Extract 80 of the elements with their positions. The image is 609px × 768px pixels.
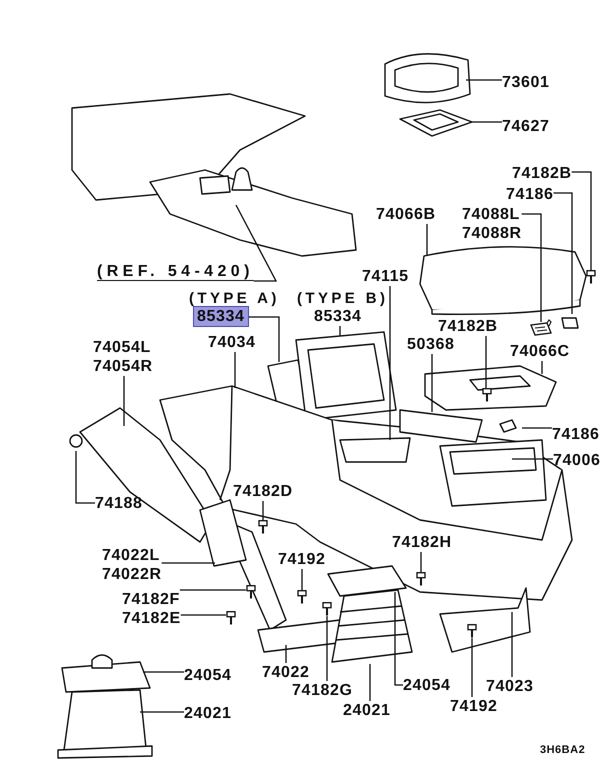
leader-line: [180, 614, 226, 616]
leader-line: [541, 361, 543, 374]
part-number: 74182B: [438, 317, 498, 336]
screw-icon: [226, 611, 236, 625]
clip-icon: [530, 322, 552, 336]
part-number: 74182B: [512, 164, 572, 183]
screw-icon: [297, 590, 307, 604]
part-number: 74023: [486, 677, 534, 696]
leader-line: [572, 171, 592, 270]
part-number: 74182H: [392, 533, 452, 552]
screw-icon: [246, 585, 256, 599]
part-number: 74054R: [93, 357, 153, 376]
leader-line: [554, 192, 573, 314]
part-number: 74182D: [233, 482, 293, 501]
leader-line: [471, 638, 473, 697]
leader-line: [180, 589, 246, 591]
leader-line: [522, 213, 542, 322]
part-number: 74066B: [376, 205, 436, 224]
type-note: (TYPE A): [189, 290, 280, 307]
leader-line: [162, 562, 215, 564]
part-number: 24021: [343, 701, 390, 720]
leader-line: [420, 552, 422, 572]
part-number: 24021: [184, 704, 232, 723]
leader-line: [466, 79, 502, 81]
part-number: 74022R: [102, 565, 162, 584]
leader-line: [369, 664, 371, 701]
leader-line: [235, 204, 278, 282]
leader-line: [301, 569, 303, 590]
part-number: 74006: [553, 451, 600, 470]
part-number: 24054: [403, 676, 450, 695]
leader-line: [143, 671, 184, 673]
part-number: 74022: [262, 663, 310, 682]
part-number: 74192: [450, 697, 498, 716]
part-number: 74182E: [122, 609, 181, 628]
leader-line: [234, 352, 236, 388]
leader-line: [431, 354, 433, 412]
leader-line: [389, 286, 391, 440]
part-number: 74192: [278, 550, 326, 569]
leader-line: [522, 427, 552, 429]
part-number: 74022L: [102, 546, 161, 565]
part-number: 85334: [314, 307, 362, 326]
part-number: 73601: [502, 73, 550, 92]
leader-line: [285, 645, 287, 663]
leader-line: [511, 612, 513, 677]
part-number: 50368: [407, 335, 454, 354]
leader-line: [470, 121, 502, 123]
part-number: 74115: [362, 267, 409, 286]
screw-icon: [467, 624, 477, 638]
part-number: 74627: [502, 117, 550, 136]
leader-line: [485, 336, 487, 388]
screw-icon: [482, 388, 492, 402]
part-number: 74182G: [292, 681, 353, 700]
part-number: 74088L: [462, 205, 521, 224]
type-note: (TYPE B): [297, 290, 388, 307]
part-number: 85334: [197, 307, 244, 326]
drawing-code: 3H6BA2: [540, 744, 586, 756]
part-number: 24054: [184, 666, 232, 685]
leader-line: [123, 376, 125, 426]
leader-line: [140, 711, 184, 713]
screw-icon: [258, 520, 268, 534]
screw-icon: [586, 270, 596, 284]
part-number: 74088R: [462, 224, 522, 243]
leader-line: [262, 501, 264, 520]
screw-icon: [322, 602, 332, 616]
leader-line: [426, 224, 428, 256]
part-number: 74034: [208, 333, 256, 352]
leader-line: [75, 451, 95, 504]
part-number: 74188: [95, 494, 142, 513]
leader-line: [326, 616, 328, 681]
highlight-box: [193, 306, 248, 327]
part-number: 74186: [552, 425, 600, 444]
leader-line: [394, 592, 403, 686]
part-number: 74054L: [93, 338, 152, 357]
part-number: 74066C: [510, 342, 570, 361]
leader-line: [339, 326, 341, 336]
reference-note: (REF. 54-420): [97, 262, 254, 281]
leader-line: [248, 316, 280, 362]
part-number: 74182F: [122, 590, 180, 609]
part-number: 74186: [506, 185, 554, 204]
screw-icon: [416, 572, 426, 586]
